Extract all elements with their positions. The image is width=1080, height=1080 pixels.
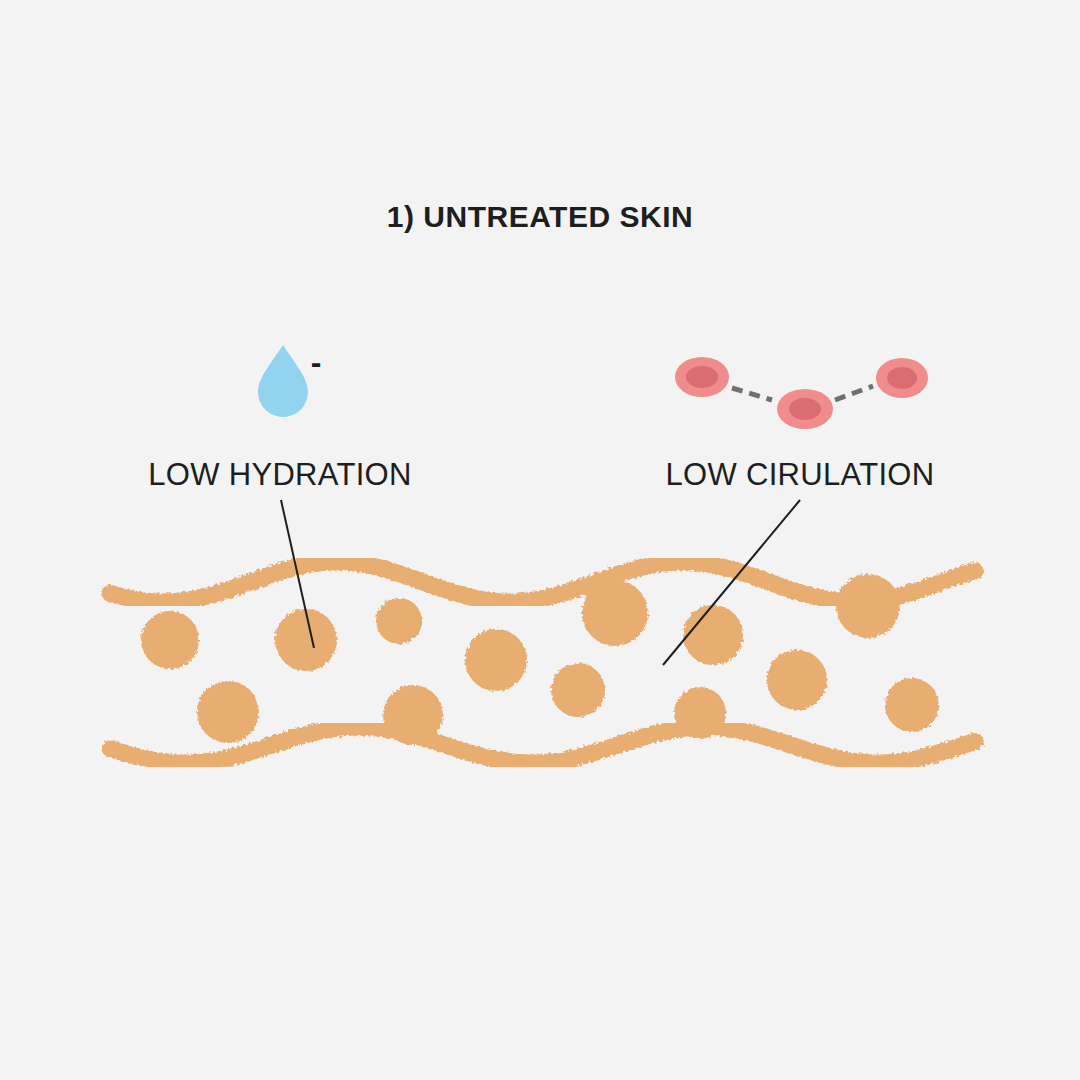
leader-line xyxy=(281,500,314,648)
skin-cell xyxy=(836,574,900,638)
red-blood-cell xyxy=(675,357,729,397)
leader-line xyxy=(663,500,800,665)
cell-link xyxy=(732,388,772,400)
skin-cell xyxy=(885,678,939,732)
skin-cell xyxy=(551,663,605,717)
cell-link xyxy=(835,386,873,400)
skin-cell xyxy=(683,605,743,665)
skin-cell xyxy=(275,609,337,671)
water-drop xyxy=(258,345,308,417)
red-blood-cell-center xyxy=(887,367,917,389)
skin-cell xyxy=(767,650,827,710)
skin-cell xyxy=(383,685,443,745)
skin-cell xyxy=(376,598,422,644)
skin-cell xyxy=(197,681,259,743)
blood-cells xyxy=(675,357,928,429)
skin-layers xyxy=(110,562,975,763)
red-blood-cell-center xyxy=(789,398,821,420)
red-blood-cell xyxy=(777,389,833,429)
skin-cell xyxy=(582,580,648,646)
red-blood-cell-center xyxy=(686,366,718,388)
diagram-title: 1) UNTREATED SKIN xyxy=(387,200,693,234)
skin-cell xyxy=(465,629,527,691)
minus-sign: - xyxy=(311,344,322,381)
callout-label: LOW CIRULATION xyxy=(666,457,935,493)
skin-cell xyxy=(674,687,726,739)
callout-label: LOW HYDRATION xyxy=(148,457,411,493)
red-blood-cell xyxy=(876,358,928,398)
skin-cell xyxy=(141,611,199,669)
